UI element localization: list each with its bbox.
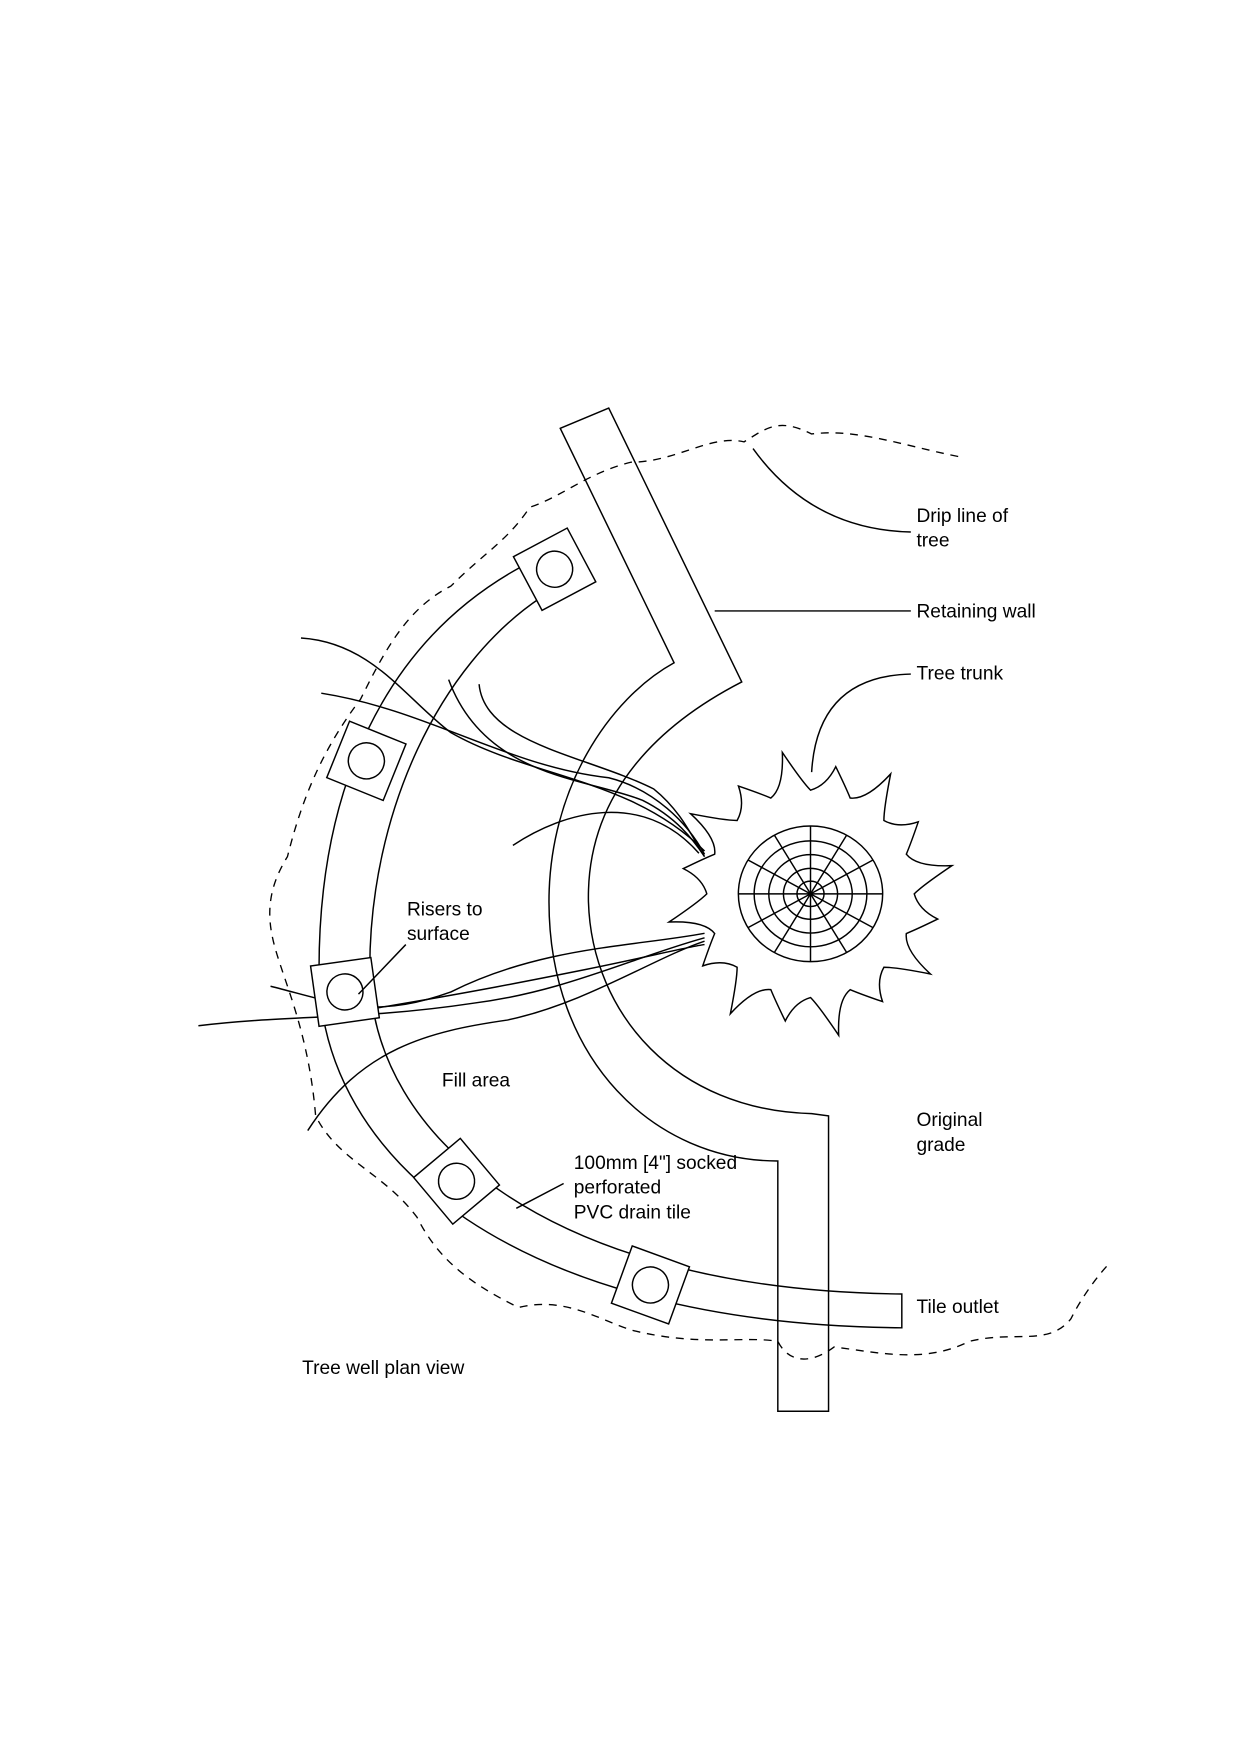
- tree-trunk: [666, 749, 955, 1038]
- original-grade-label: Original: [916, 1110, 982, 1131]
- drain-tile-label-3: PVC drain tile: [574, 1202, 691, 1223]
- trunk-radial-line: [747, 893, 811, 929]
- trunk-radial-line: [747, 859, 811, 895]
- drain-tile-label-2: perforated: [574, 1178, 661, 1199]
- drip-line-label: Drip line of: [916, 506, 1008, 527]
- riser: [325, 720, 407, 802]
- fill-area-label: Fill area: [442, 1071, 510, 1092]
- riser: [309, 956, 381, 1028]
- drain-tile-label: 100mm [4"] socked: [574, 1153, 737, 1174]
- drip-line: [269, 424, 1111, 1360]
- trunk-radial-line: [810, 893, 874, 929]
- risers-label-2: surface: [407, 924, 470, 945]
- trunk-radial-line: [809, 834, 848, 895]
- tile-outlet-label: Tile outlet: [916, 1297, 999, 1318]
- drip-line-leader: [752, 448, 911, 533]
- trunk-radial-line: [773, 893, 812, 953]
- drain-tile-leader: [515, 1182, 564, 1209]
- risers-label: Risers to: [407, 899, 483, 920]
- drip-line-label-2: tree: [916, 531, 949, 552]
- trunk-radial-line: [809, 893, 848, 953]
- riser: [412, 1137, 501, 1226]
- riser: [512, 527, 597, 612]
- trunk-radial-line: [773, 834, 812, 895]
- original-grade-label-2: grade: [916, 1135, 965, 1156]
- bark-outline: [666, 749, 955, 1038]
- drain-tile: [318, 566, 903, 1329]
- retaining-wall-label: Retaining wall: [916, 602, 1035, 623]
- tree-trunk-label: Tree trunk: [916, 664, 1003, 685]
- trunk-radial-line: [810, 859, 874, 895]
- retaining-wall: [548, 407, 830, 1412]
- diagram-title: Tree well plan view: [302, 1358, 464, 1379]
- risers: [309, 527, 691, 1325]
- riser: [610, 1245, 691, 1325]
- risers-leader: [357, 944, 407, 995]
- tree-trunk-leader: [810, 673, 911, 773]
- roots: [198, 637, 706, 1131]
